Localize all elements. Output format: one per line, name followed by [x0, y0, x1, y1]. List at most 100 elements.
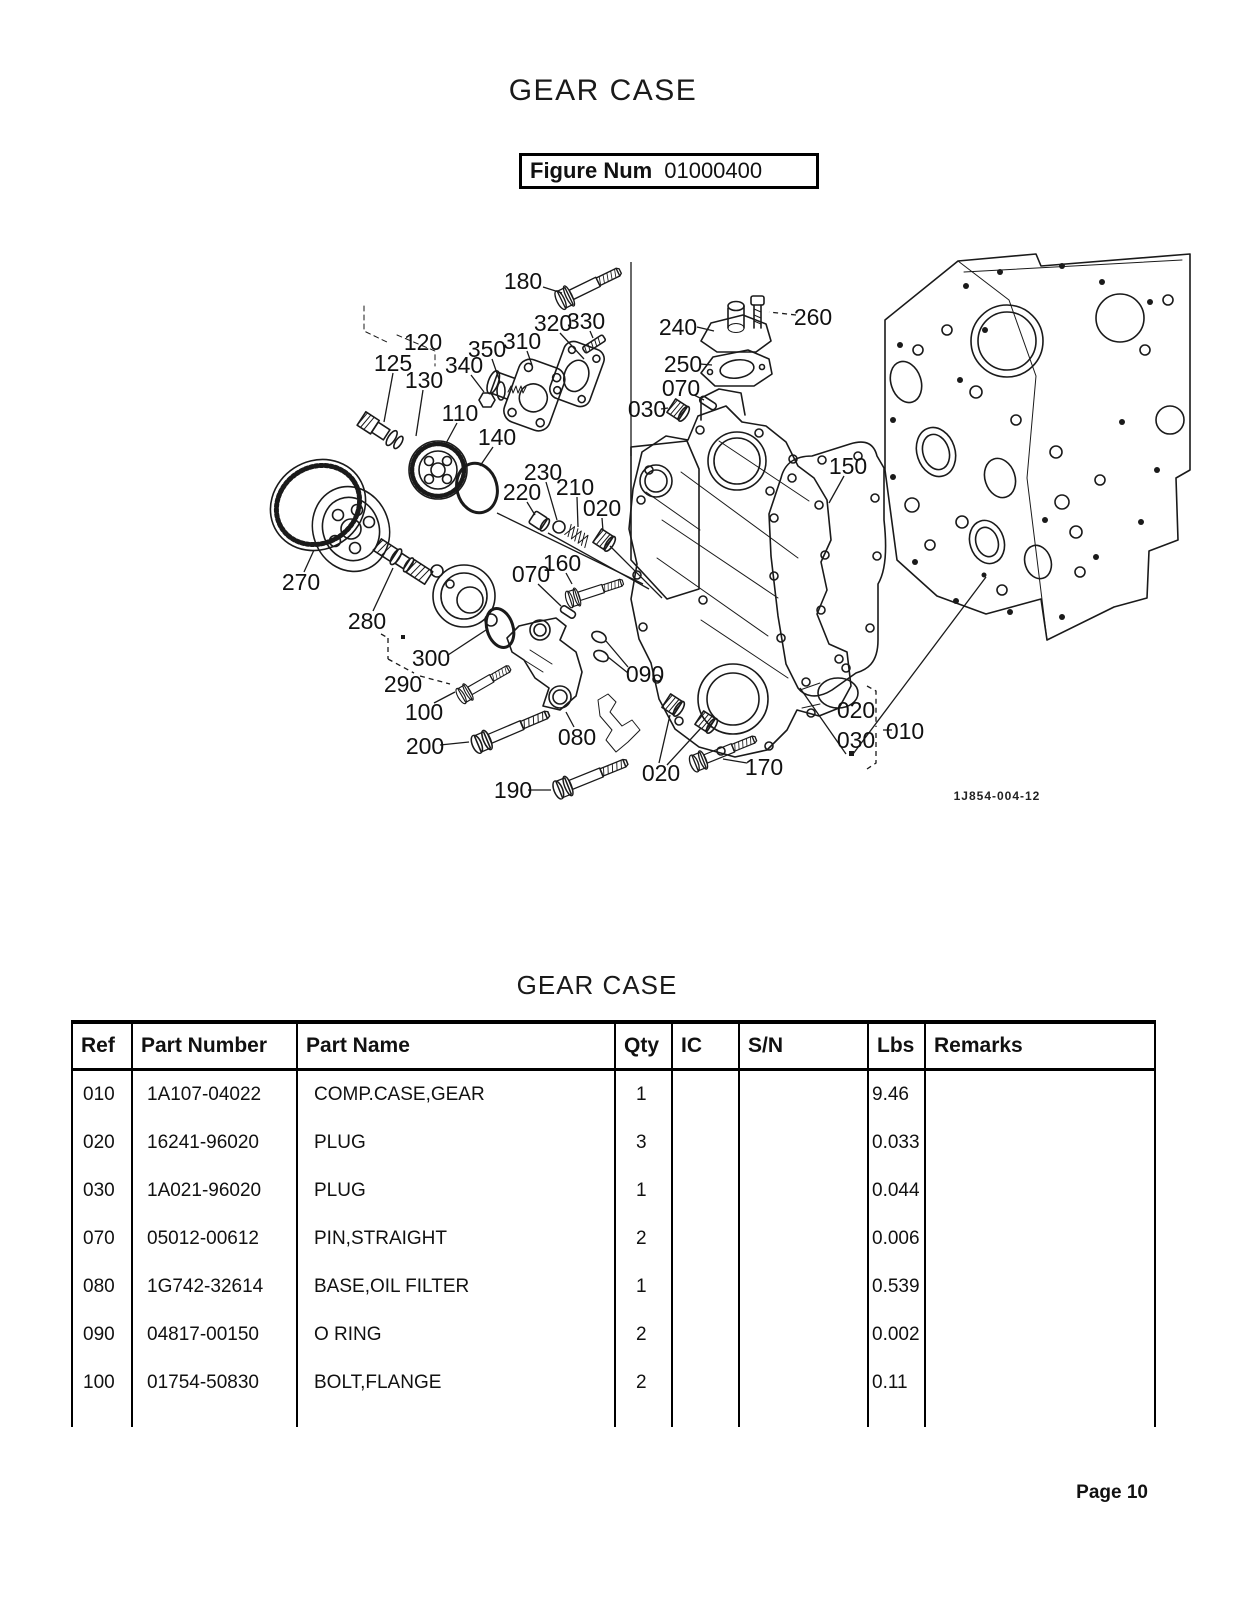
callout-240: 240	[659, 314, 697, 340]
cell: 0.044	[867, 1167, 926, 1215]
leader-line	[443, 422, 458, 448]
leader-line	[433, 691, 456, 704]
leader-line	[303, 549, 315, 573]
table-title: GEAR CASE	[516, 970, 678, 1000]
gear-110-art	[408, 440, 468, 500]
leader-line	[666, 727, 702, 766]
bolt-200-art	[467, 703, 554, 757]
cell	[296, 1407, 616, 1427]
cell: 2	[614, 1359, 673, 1407]
filter-base-080-art	[506, 617, 583, 711]
cell	[671, 1167, 740, 1215]
cell	[738, 1407, 869, 1427]
oil-filter-art	[269, 458, 391, 573]
cell: 01754-50830	[131, 1359, 298, 1407]
callout-020: 020	[837, 697, 875, 723]
figure-num-value: 01000400	[664, 158, 763, 183]
gasket-250-art	[700, 349, 773, 387]
callout-030: 030	[628, 396, 666, 422]
callout-340: 340	[445, 352, 483, 378]
leader-line	[491, 358, 501, 383]
callout-330: 330	[567, 308, 605, 334]
cell	[671, 1263, 740, 1311]
gear-case-cover-art	[597, 388, 859, 758]
cell	[738, 1069, 869, 1119]
callout-260: 260	[794, 304, 832, 330]
cell	[924, 1069, 1156, 1119]
cell: PIN,STRAIGHT	[296, 1215, 616, 1263]
callout-220: 220	[503, 479, 541, 505]
callout-350: 350	[468, 336, 506, 362]
cell: 04817-00150	[131, 1311, 298, 1359]
cell: 2	[614, 1215, 673, 1263]
cell	[924, 1311, 1156, 1359]
bracket-120-dashes	[363, 305, 436, 367]
bolt-260-art	[750, 295, 765, 329]
leader-line	[576, 496, 579, 528]
callout-230: 230	[524, 459, 562, 485]
cell: 020	[71, 1119, 133, 1167]
figure-num-box: Figure Num 01000400	[519, 153, 819, 189]
bolt-180-art	[551, 260, 626, 313]
cell: 1G742-32614	[131, 1263, 298, 1311]
page-title: GEAR CASE	[508, 74, 698, 107]
column-header-ic: IC	[671, 1022, 740, 1071]
cell: 0.006	[867, 1215, 926, 1263]
leader-line	[479, 446, 494, 467]
cell: 100	[71, 1359, 133, 1407]
leader-line	[660, 407, 669, 410]
exploded-parts-diagram: 1803203301201251303503403102402602500700…	[269, 253, 1191, 803]
callout-070: 070	[662, 375, 700, 401]
cell: 16241-96020	[131, 1119, 298, 1167]
cell: O RING	[296, 1311, 616, 1359]
cell	[738, 1359, 869, 1407]
callout-070: 070	[512, 561, 550, 587]
leader-line	[605, 640, 629, 668]
cell: PLUG	[296, 1167, 616, 1215]
bolt-190-art	[549, 751, 632, 802]
leader-line	[545, 481, 558, 521]
cell: 080	[71, 1263, 133, 1311]
cell	[671, 1069, 740, 1119]
plug-120-art	[356, 410, 404, 450]
cell: BOLT,FLANGE	[296, 1359, 616, 1407]
cell: 2	[614, 1311, 673, 1359]
joint-280-art	[372, 538, 434, 586]
callout-310: 310	[503, 328, 541, 354]
callout-290: 290	[384, 671, 422, 697]
callout-270: 270	[282, 569, 320, 595]
leader-line	[601, 517, 604, 532]
callout-120: 120	[404, 329, 442, 355]
leader-line	[526, 350, 533, 366]
engine-block-art	[884, 253, 1191, 641]
cell	[738, 1263, 869, 1311]
leader-line	[828, 475, 845, 504]
cell: 05012-00612	[131, 1215, 298, 1263]
leader-line	[699, 363, 713, 366]
cell: 0.539	[867, 1263, 926, 1311]
column-header-s-n: S/N	[738, 1022, 869, 1071]
stud-330-art	[581, 334, 607, 354]
callout-100: 100	[405, 699, 443, 725]
cell	[924, 1359, 1156, 1407]
callout-280: 280	[348, 608, 386, 634]
leader-line	[415, 389, 424, 437]
o-ring-090-art	[591, 630, 607, 644]
cell: 3	[614, 1119, 673, 1167]
bolt-160-art	[562, 572, 627, 610]
callout-020: 020	[583, 495, 621, 521]
cell: 030	[71, 1167, 133, 1215]
o-ring-300-art	[484, 607, 516, 649]
callout-250: 250	[664, 351, 702, 377]
leader-line	[589, 330, 594, 339]
column-header-qty: Qty	[614, 1022, 673, 1071]
column-header-ref: Ref	[71, 1022, 133, 1071]
